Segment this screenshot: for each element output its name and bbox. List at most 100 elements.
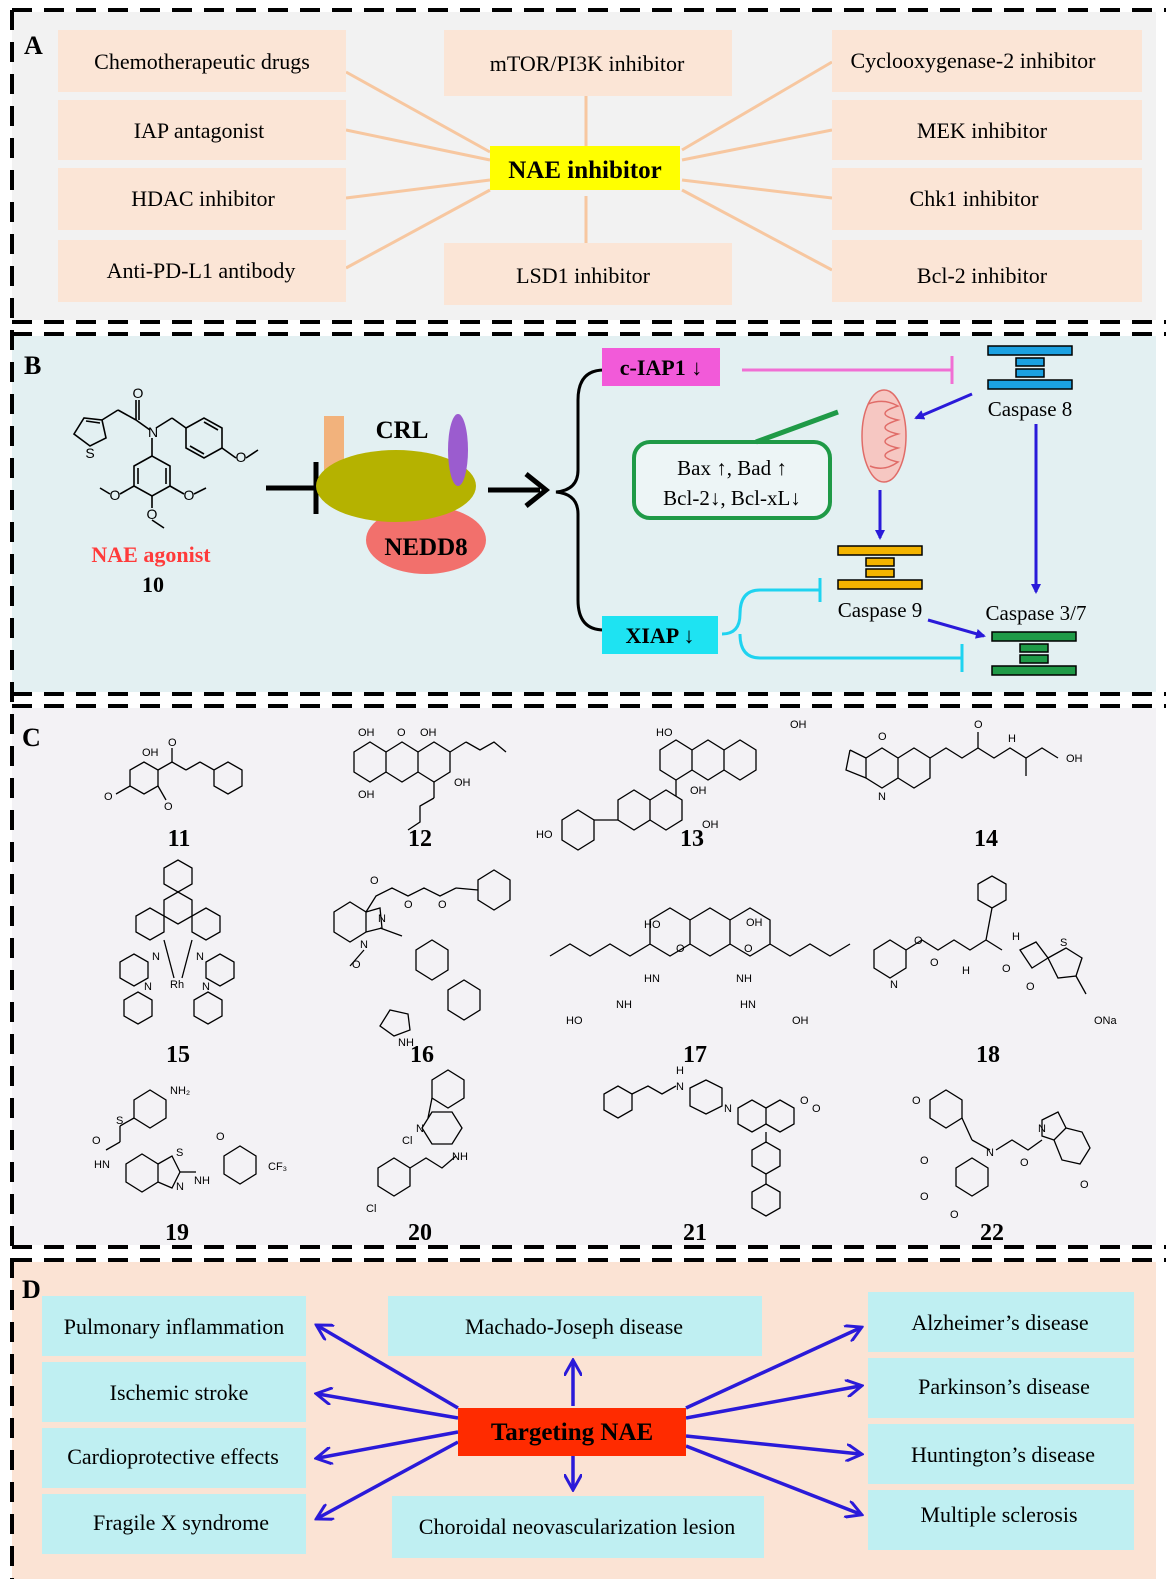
svg-text:HN: HN <box>94 1159 110 1171</box>
compound-19-structure <box>105 1089 257 1193</box>
svg-text:O: O <box>1080 1179 1089 1191</box>
svg-text:IAP antagonist: IAP antagonist <box>134 118 265 143</box>
panel-d-right-item: Alzheimer’s disease <box>868 1292 1134 1352</box>
svg-text:OH: OH <box>690 785 707 797</box>
inhibition-arrow-agonist <box>266 462 319 514</box>
panel-a-bottom-item: LSD1 inhibitor <box>444 243 732 305</box>
svg-text:S: S <box>85 445 94 461</box>
svg-text:O: O <box>676 943 685 955</box>
compound-10-number: 10 <box>142 572 164 597</box>
svg-text:N: N <box>1038 1123 1046 1135</box>
caspase9-to-caspase37 <box>927 618 986 639</box>
svg-text:Targeting NAE: Targeting NAE <box>491 1419 653 1446</box>
panel-d-bottom-item: Choroidal neovascularization lesion <box>392 1496 764 1558</box>
svg-text:Rh: Rh <box>170 979 184 991</box>
svg-text:HO: HO <box>566 1015 583 1027</box>
compound-number: 19 <box>165 1220 189 1246</box>
svg-text:NH: NH <box>452 1151 468 1163</box>
svg-text:O: O <box>133 385 144 401</box>
compound-21-atoms: H N N O O <box>676 1065 821 1115</box>
svg-text:O: O <box>1002 963 1011 975</box>
svg-text:HDAC inhibitor: HDAC inhibitor <box>131 186 275 211</box>
nedd8-label: NEDD8 <box>384 534 467 561</box>
svg-text:O: O <box>438 899 447 911</box>
compound-number: 21 <box>683 1220 707 1246</box>
compound-number: 20 <box>408 1220 432 1246</box>
svg-text:O: O <box>397 727 406 739</box>
crl-label: CRL <box>376 417 429 444</box>
panel-a-label: A <box>24 31 43 60</box>
caspase-9-icon <box>837 545 923 590</box>
ciap1-box: c-IAP1 ↓ <box>602 348 720 386</box>
svg-text:N: N <box>986 1147 994 1159</box>
compound-14-structure <box>845 732 1059 789</box>
branch-brace <box>555 368 605 632</box>
svg-text:O: O <box>216 1131 225 1143</box>
svg-text:O: O <box>912 1095 921 1107</box>
panel-a-right-item: Cyclooxygenase-2 inhibitor <box>832 30 1142 92</box>
panel-d-arrows <box>318 1326 860 1518</box>
panel-a-rays <box>345 60 833 272</box>
svg-text:N: N <box>176 1181 184 1193</box>
panel-a-top-item: mTOR/PI3K inhibitor <box>444 30 732 96</box>
svg-text:S: S <box>1060 937 1067 949</box>
svg-text:O: O <box>914 935 923 947</box>
svg-text:N: N <box>416 1123 424 1135</box>
bax-line-1: Bax ↑, Bad ↑ <box>677 456 787 480</box>
compound-15-structure <box>119 859 235 1025</box>
panel-d-right-item: Parkinson’s disease <box>868 1358 1134 1418</box>
compound-20-atoms: N NH Cl Cl <box>366 1123 468 1215</box>
caspase-37-label: Caspase 3/7 <box>986 601 1087 625</box>
svg-text:OH: OH <box>142 747 159 759</box>
compound-12-atoms: OH O OH OH OH <box>358 727 471 801</box>
svg-text:LSD1 inhibitor: LSD1 inhibitor <box>516 263 651 288</box>
svg-text:Cl: Cl <box>402 1135 412 1147</box>
svg-text:O: O <box>1020 1157 1029 1169</box>
compound-11-structure <box>115 748 243 801</box>
svg-text:OH: OH <box>746 917 763 929</box>
svg-text:Choroidal neovascularization: Choroidal neovascularization lesion <box>419 1514 735 1539</box>
panel-c-background <box>12 708 1156 1245</box>
svg-text:O: O <box>92 1135 101 1147</box>
svg-text:c-IAP1 ↓: c-IAP1 ↓ <box>620 355 702 380</box>
svg-text:OH: OH <box>1066 753 1083 765</box>
panel-a-left-item: IAP antagonist <box>58 100 346 160</box>
svg-text:mTOR/PI3K inhibitor: mTOR/PI3K inhibitor <box>490 51 685 76</box>
compound-13-atoms: OH HO OH OH HO <box>536 719 807 841</box>
crl-purple-cap <box>448 414 468 486</box>
panel-c-label: C <box>22 723 41 752</box>
svg-text:O: O <box>920 1155 929 1167</box>
compound-10-atoms: S O N O O O O <box>85 385 246 522</box>
svg-text:N: N <box>202 981 210 993</box>
compound-18-atoms: O O N H O H S O ONa <box>890 931 1118 1027</box>
svg-text:Chemotherapeutic drugs: Chemotherapeutic drugs <box>94 49 310 74</box>
compound-22-atoms: O N O N O O O O <box>912 1095 1089 1221</box>
svg-text:N: N <box>144 981 152 993</box>
compound-numbers: 11 12 13 14 15 16 17 18 19 20 21 22 <box>165 826 1004 1246</box>
svg-text:O: O <box>950 1209 959 1221</box>
svg-text:O: O <box>168 737 177 749</box>
svg-text:N: N <box>878 791 886 803</box>
svg-text:O: O <box>812 1103 821 1115</box>
compound-12-structure <box>353 741 507 831</box>
svg-text:S: S <box>116 1115 123 1127</box>
caspase8-to-mitochondrion <box>914 392 973 420</box>
svg-text:NAE inhibitor: NAE inhibitor <box>508 157 662 184</box>
panel-b-label: B <box>24 351 41 380</box>
compound-number: 17 <box>683 1042 707 1068</box>
svg-text:O: O <box>744 943 753 955</box>
panel-d-right-item: Huntington’s disease <box>868 1424 1134 1484</box>
compound-10-name: NAE agonist <box>91 542 211 567</box>
svg-text:NH: NH <box>398 1037 414 1049</box>
svg-text:OH: OH <box>358 789 375 801</box>
compound-number: 12 <box>408 826 432 852</box>
compound-16-atoms: O O O N N O NH <box>352 875 447 1049</box>
svg-text:Parkinson’s disease: Parkinson’s disease <box>918 1374 1090 1399</box>
svg-text:HO: HO <box>644 919 661 931</box>
nedd8-oval <box>366 506 486 574</box>
panel-d-center: Targeting NAE <box>458 1408 686 1456</box>
svg-text:O: O <box>164 801 173 813</box>
caspase-8-icon <box>987 345 1073 390</box>
svg-text:N: N <box>676 1081 684 1093</box>
